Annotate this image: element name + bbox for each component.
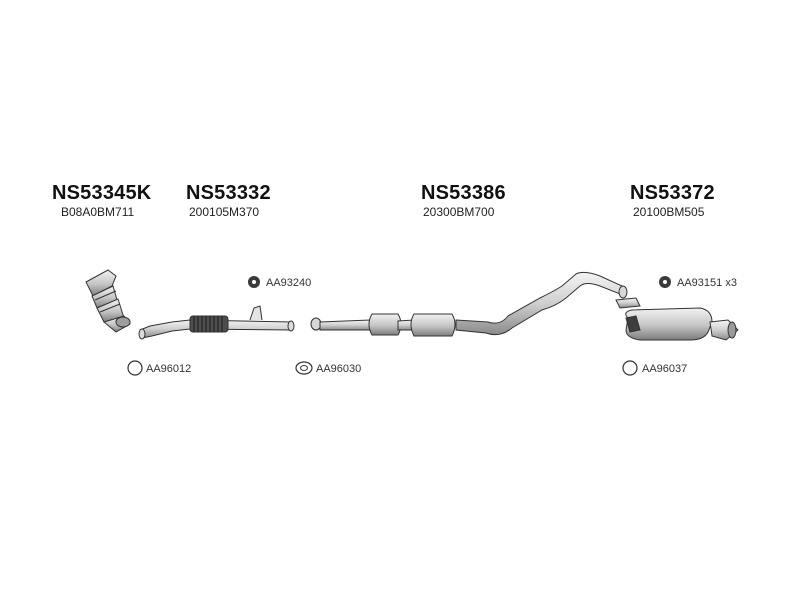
part-code-front-pipe: NS53332 [186, 182, 271, 204]
part-ref-rear-silencer: 20100BM505 [633, 205, 705, 219]
middle-pipe-drawing [310, 271, 628, 337]
catalytic-converter-drawing [85, 269, 131, 333]
rubber-hanger-icon [659, 276, 671, 288]
accessory-label-gasket-2: AA96037 [642, 363, 688, 375]
gasket-ring-icon [622, 360, 638, 376]
rear-silencer-drawing [615, 297, 739, 341]
part-code-catalyst: NS53345K [52, 182, 152, 204]
accessory-label-hanger-1: AA93240 [266, 277, 312, 289]
accessory-label-hanger-2: AA93151 x3 [677, 277, 737, 289]
accessory-quantity: x3 [725, 277, 737, 289]
front-pipe-drawing [138, 305, 295, 340]
accessory-code: AA93151 [677, 277, 723, 289]
part-ref-front-pipe: 200105M370 [189, 205, 260, 219]
part-code-middle-pipe: NS53386 [421, 182, 506, 204]
accessory-label-gasket-1: AA96012 [146, 363, 192, 375]
part-ref-middle-pipe: 20300BM700 [423, 205, 495, 219]
part-ref-catalyst: B08A0BM711 [61, 205, 135, 219]
rubber-hanger-icon [248, 276, 260, 288]
flange-gasket-icon [295, 361, 313, 375]
accessory-label-flange-gasket: AA96030 [316, 363, 362, 375]
gasket-ring-icon [127, 360, 143, 376]
part-code-rear-silencer: NS53372 [630, 182, 715, 204]
